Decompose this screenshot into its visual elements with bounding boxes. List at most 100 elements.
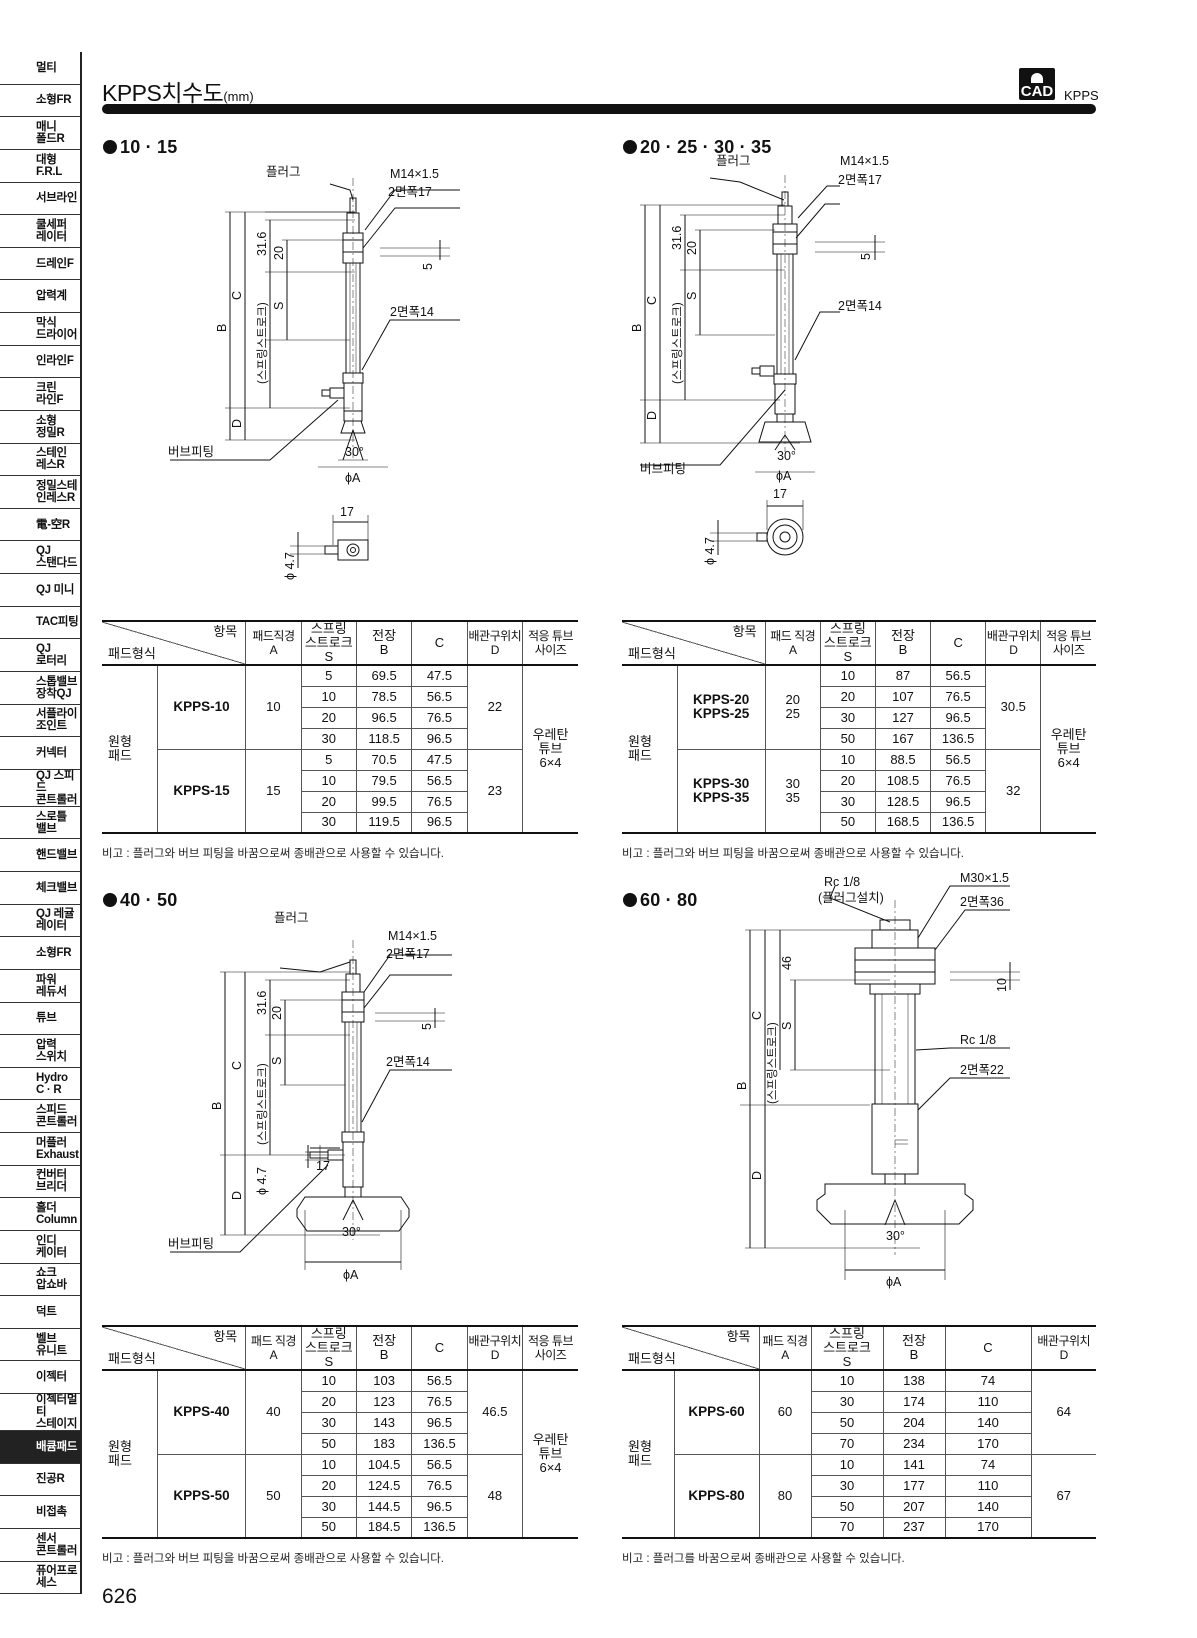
- label-w17: 2면폭17: [388, 185, 432, 199]
- page-title: KPPS치수도(mm): [102, 80, 254, 106]
- sidebar-item[interactable]: TAC피팅: [0, 607, 80, 640]
- sidebar-item[interactable]: QJ 미니: [0, 574, 80, 607]
- table-cell-c: 136.5: [930, 811, 987, 834]
- sidebar-item[interactable]: 소형FR: [0, 937, 80, 970]
- label-barb: 버브피팅: [168, 1237, 214, 1251]
- table-cell-length: 204: [882, 1411, 946, 1434]
- table-cell-model: KPPS-20 KPPS-25: [676, 664, 766, 750]
- table-header-s: 스프링 스트로크 S: [300, 1325, 357, 1371]
- sidebar-item[interactable]: 컨버터 브리더: [0, 1166, 80, 1199]
- table-cell-length: 183: [355, 1432, 413, 1455]
- table-cell-category: 원형 패드: [102, 664, 158, 834]
- table-cell-stroke: 30: [300, 1411, 357, 1434]
- table-cell-stroke: 20: [300, 1390, 357, 1413]
- sidebar-item[interactable]: 비접촉: [0, 1496, 80, 1529]
- table-cell-port-position: 46.5: [466, 1369, 524, 1455]
- table-cell-stroke: 30: [819, 706, 876, 729]
- table-cell-c: 136.5: [930, 727, 987, 750]
- sidebar-item[interactable]: 소형 정밀R: [0, 411, 80, 444]
- sidebar-item[interactable]: 압력계: [0, 280, 80, 313]
- sidebar-item[interactable]: 덕트: [0, 1296, 80, 1329]
- sidebar-item[interactable]: 압력 스위치: [0, 1035, 80, 1068]
- section-title-40-50: 40 · 50: [103, 890, 177, 911]
- sidebar-item[interactable]: 대형 F.R.L: [0, 150, 80, 183]
- sidebar-item[interactable]: 드레인F: [0, 248, 80, 281]
- sidebar-item[interactable]: 홀더 Column: [0, 1198, 80, 1231]
- sidebar-item[interactable]: QJ 스탠다드: [0, 541, 80, 574]
- sidebar-item[interactable]: 체크밸브: [0, 872, 80, 905]
- sidebar-item[interactable]: 막식 드라이어: [0, 313, 80, 346]
- table-cell-port-position: 22: [466, 664, 524, 750]
- table-cell-c: 74: [944, 1369, 1032, 1392]
- sidebar-item[interactable]: 진공R: [0, 1464, 80, 1497]
- table-cell-port-position: 67: [1030, 1453, 1096, 1539]
- table-cell-length: 127: [874, 706, 932, 729]
- label-c: C: [750, 1011, 764, 1020]
- cad-icon[interactable]: CAD: [1019, 68, 1055, 100]
- sidebar-item[interactable]: 쿨세퍼 레이터: [0, 215, 80, 248]
- table-header-item: 항목: [732, 624, 757, 639]
- sidebar-item[interactable]: 이젝터: [0, 1361, 80, 1394]
- sidebar-item[interactable]: QJ 레귤 레이터: [0, 905, 80, 938]
- sidebar-item[interactable]: 정밀스테 인레스R: [0, 476, 80, 509]
- table-cell-c: 56.5: [411, 1453, 468, 1476]
- sidebar-item[interactable]: 인디 케이터: [0, 1231, 80, 1264]
- sidebar-item[interactable]: 커넥터: [0, 737, 80, 770]
- table-header-b: 전장 B: [882, 1325, 946, 1371]
- table-cell-stroke: 30: [300, 1495, 357, 1518]
- table-cell-tube: 우레탄 튜브 6×4: [522, 664, 578, 834]
- table-cell-length: 69.5: [355, 664, 413, 687]
- sidebar-item[interactable]: 스피드 콘트롤러: [0, 1100, 80, 1133]
- sidebar-item[interactable]: 서브라인: [0, 183, 80, 216]
- sidebar-item[interactable]: 멀티: [0, 52, 80, 85]
- note-20-35: 비고 : 플러그와 버브 피팅을 바꿈으로써 종배관으로 사용할 수 있습니다.: [622, 848, 964, 860]
- sidebar-item[interactable]: 인라인F: [0, 346, 80, 379]
- table-cell-length: 141: [882, 1453, 946, 1476]
- sidebar-item[interactable]: 튜브: [0, 1003, 80, 1036]
- table-cell-port-position: 64: [1030, 1369, 1096, 1455]
- table-cell-length: 144.5: [355, 1495, 413, 1518]
- sidebar-item[interactable]: 서플라이 조인트: [0, 705, 80, 738]
- sidebar-item[interactable]: Hydro C · R: [0, 1068, 80, 1101]
- table-header-d: 배관구위치 D: [466, 620, 524, 666]
- table-cell-c: 96.5: [411, 727, 468, 750]
- table-cell-stroke: 10: [300, 685, 357, 708]
- label-angle: 30°: [777, 449, 796, 463]
- table-header-t: 적응 튜브 사이즈: [522, 1325, 578, 1371]
- sidebar-item[interactable]: 핸드밸브: [0, 839, 80, 872]
- sidebar-item[interactable]: QJ 로터리: [0, 639, 80, 672]
- table-cell-length: 103: [355, 1369, 413, 1392]
- table-cell-c: 76.5: [930, 769, 987, 792]
- table-header-d: 배관구위치 D: [1030, 1325, 1096, 1371]
- table-cell-length: 87: [874, 664, 932, 687]
- label-spring: (스프링스트로크): [766, 1022, 779, 1104]
- sidebar-item[interactable]: 배큠패드: [0, 1431, 80, 1464]
- label-31-6: 31.6: [670, 226, 684, 250]
- sidebar-item[interactable]: 퓨어프로 세스: [0, 1562, 80, 1595]
- sidebar-item[interactable]: 電-空R: [0, 509, 80, 542]
- sidebar-item[interactable]: 센서 콘트롤러: [0, 1529, 80, 1562]
- table-cell-c: 76.5: [411, 706, 468, 729]
- sidebar-item[interactable]: 쇼크 압쇼바: [0, 1264, 80, 1297]
- table-cell-c: 76.5: [930, 685, 987, 708]
- sidebar-item[interactable]: 파워 레듀서: [0, 970, 80, 1003]
- sidebar-item[interactable]: 스톱밸브 장착QJ: [0, 672, 80, 705]
- sidebar-item[interactable]: 매니 폴드R: [0, 117, 80, 150]
- sidebar-item[interactable]: 이젝터멀티 스테이지: [0, 1394, 80, 1431]
- label-plug-set: (플러그설치): [818, 891, 884, 905]
- label-rc18-plug: Rc 1/8: [824, 875, 860, 889]
- label-c: C: [230, 1061, 244, 1070]
- sidebar-item[interactable]: 크린 라인F: [0, 378, 80, 411]
- sidebar-item[interactable]: 스로틀 밸브: [0, 807, 80, 840]
- table-header-s: 스프링 스트로크 S: [810, 1325, 884, 1371]
- sidebar-item[interactable]: QJ 스피드 콘트롤러: [0, 770, 80, 807]
- sidebar-item[interactable]: 머플러 Exhaust: [0, 1133, 80, 1166]
- table-cell-port-position: 23: [466, 748, 524, 834]
- label-d: D: [750, 1171, 764, 1180]
- sidebar-item[interactable]: 스테인 레스R: [0, 444, 80, 477]
- table-cell-diameter: 80: [758, 1453, 812, 1539]
- sidebar-item[interactable]: 벨브 유니트: [0, 1329, 80, 1362]
- table-cell-category: 원형 패드: [622, 664, 678, 834]
- drawing-kpps-20-35: 플러그 M14×1.5 2면폭17 2면폭14 버브피팅 30° ϕA 17 5…: [630, 154, 889, 565]
- sidebar-item[interactable]: 소형FR: [0, 85, 80, 118]
